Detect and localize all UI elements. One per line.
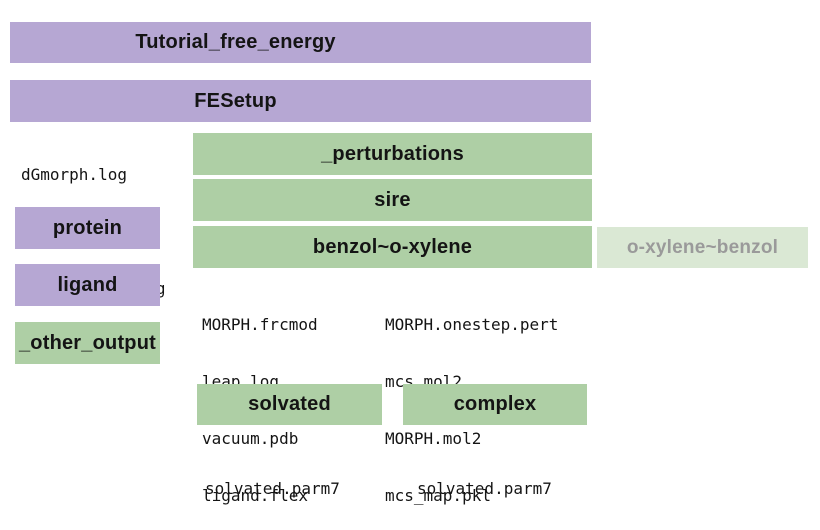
folder-protein: protein <box>15 207 160 249</box>
folder-label: Tutorial_free_energy <box>135 31 336 53</box>
folder-complex: complex <box>403 384 587 425</box>
folder-ligand: ligand <box>15 264 160 306</box>
folder-other-output: _other_output <box>15 322 160 364</box>
folder-fesetup: FESetup <box>10 80 591 122</box>
folder-label: ligand <box>57 273 118 296</box>
file-item: ligand.flex <box>202 486 308 505</box>
file-item: MORPH.onestep.pert <box>385 315 559 334</box>
file-item: MORPH.mol2 <box>385 429 482 448</box>
file-item: vacuum.pdb <box>202 429 299 448</box>
folder-o-xylene-benzol: o-xylene~benzol <box>597 227 808 268</box>
folder-label: o-xylene~benzol <box>626 236 779 258</box>
folder-label: FESetup <box>194 89 277 112</box>
folder-label: benzol~o-xylene <box>312 235 473 258</box>
folder-benzol-o-xylene: benzol~o-xylene <box>193 226 592 268</box>
file-item: dGmorph.log <box>21 165 127 184</box>
file-item: mcs_map.pkl <box>385 486 491 505</box>
file-item: solvated.parm7 <box>205 479 340 498</box>
folder-label: protein <box>52 216 123 239</box>
file-item: solvated.parm7 <box>417 479 552 498</box>
folder-label: _perturbations <box>321 142 464 165</box>
folder-label: _other_output <box>18 331 157 354</box>
folder-sire: sire <box>193 179 592 221</box>
folder-label: complex <box>453 393 537 415</box>
file-item: MORPH.frcmod <box>202 315 318 334</box>
folder-tutorial-free-energy: Tutorial_free_energy <box>10 22 591 63</box>
folder-label: solvated <box>248 393 331 415</box>
file-list-solvated: solvated.parm7 solvated.rst7 leap.log so… <box>205 441 340 530</box>
folder-label: sire <box>374 188 411 211</box>
folder-solvated: solvated <box>197 384 382 425</box>
folder-perturbations: _perturbations <box>193 133 592 175</box>
file-list-complex: solvated.parm7 solvated.rst7 leap.log so… <box>417 441 552 530</box>
